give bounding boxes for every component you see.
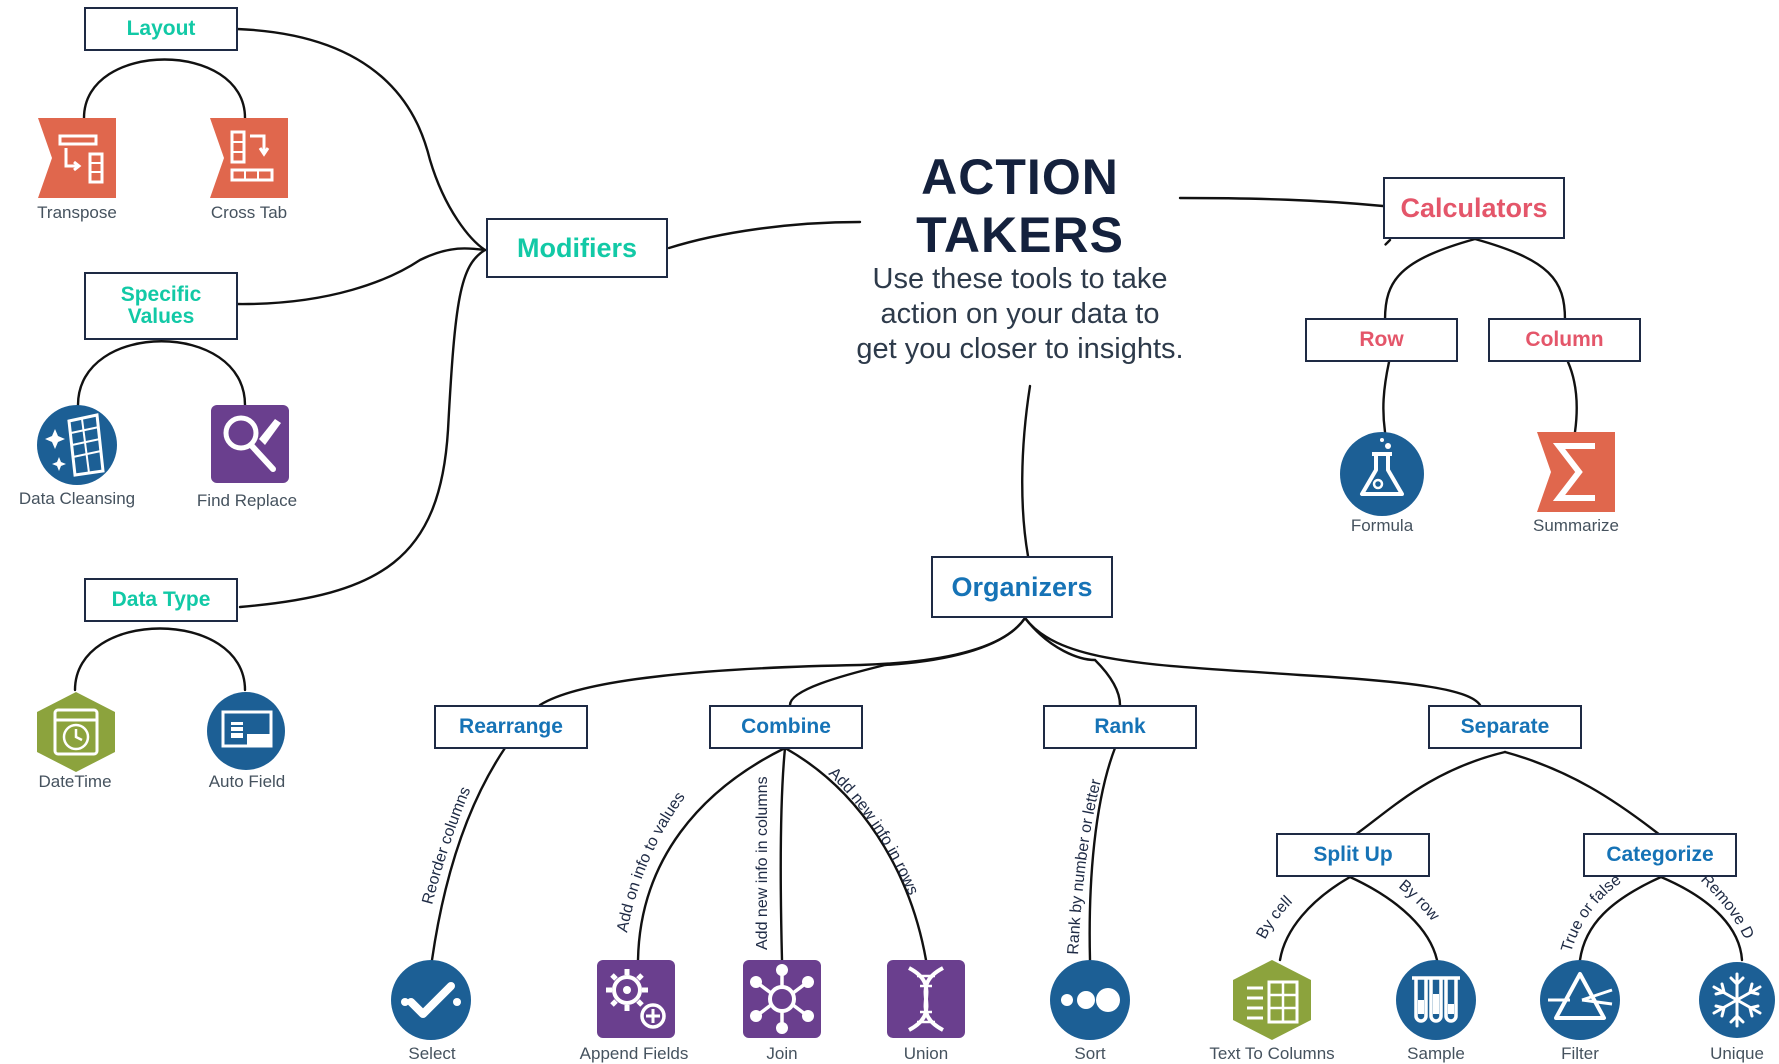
rank-node: Rank [1043,705,1197,749]
subtitle-line-1: Use these tools to take [872,263,1168,295]
find-replace-icon [211,405,289,483]
edge-label-add-on-info: Add on info to values [614,789,688,934]
row-label: Row [1359,327,1404,351]
join-label: Join [766,1044,798,1063]
edge-label-rank-by: Rank by number or letter [1065,777,1105,955]
sample-label: Sample [1407,1044,1465,1063]
sort-icon [1050,960,1130,1040]
summarize-label: Summarize [1533,516,1619,535]
title-line-2: TAKERS [916,207,1124,263]
separate-node: Separate [1428,705,1582,749]
layout-label: Layout [126,16,196,40]
datetime-label: DateTime [38,772,112,791]
subtitle-line-3: get you closer to insights. [856,333,1184,365]
cross-tab-label: Cross Tab [210,203,288,222]
specific-values-node: Specific Values [84,272,238,340]
formula-icon [1340,432,1424,516]
edge-label-by-row: By row [1395,877,1442,925]
sample-icon [1396,960,1476,1040]
combine-label: Combine [741,714,831,738]
filter-icon [1540,960,1620,1040]
data-type-node: Data Type [84,578,238,622]
data-cleansing-label: Data Cleansing [18,489,136,508]
data-type-label: Data Type [111,587,211,611]
select-label: Select [408,1044,456,1063]
edge-label-add-new-info-columns: Add new info in columns [754,776,771,950]
title-line-1: ACTION [921,149,1119,205]
data-cleansing-icon [37,405,117,485]
categorize-node: Categorize [1583,833,1737,877]
formula-label: Formula [1350,516,1414,535]
calculators-label: Calculators [1400,192,1548,223]
auto-field-icon [207,692,285,770]
edge-label-true-or-false: True or false [1559,871,1625,954]
cross-tab-icon [210,118,288,198]
split-up-node: Split Up [1276,833,1430,877]
rearrange-label: Rearrange [459,714,563,738]
organizers-node: Organizers [931,556,1113,618]
append-fields-label: Append Fields [579,1044,689,1063]
select-icon [391,960,471,1040]
join-icon [743,960,821,1038]
separate-label: Separate [1460,714,1550,738]
column-label: Column [1525,327,1604,351]
subtitle-line-2: action on your data to [880,298,1160,330]
union-label: Union [903,1044,949,1063]
rearrange-node: Rearrange [434,705,588,749]
sort-label: Sort [1074,1044,1106,1063]
modifiers-node: Modifiers [486,218,668,278]
split-up-label: Split Up [1313,842,1393,866]
append-fields-icon [597,960,675,1038]
row-node: Row [1305,318,1458,362]
summarize-icon [1537,432,1615,512]
find-replace-label: Find Replace [196,491,298,510]
specific-values-label-2: Values [127,305,195,328]
page-title: ACTION TAKERS [860,148,1180,264]
union-icon [887,960,965,1038]
datetime-icon [37,692,115,772]
filter-label: Filter [1561,1044,1599,1063]
layout-node: Layout [84,7,238,51]
transpose-label: Transpose [37,203,117,222]
page-subtitle: Use these tools to take action on your d… [820,262,1220,367]
modifiers-label: Modifiers [516,232,637,263]
unique-label: Unique [1710,1044,1764,1063]
rank-label: Rank [1094,714,1146,738]
text-to-columns-label: Text To Columns [1209,1044,1335,1063]
column-node: Column [1488,318,1641,362]
calculators-node: Calculators [1383,177,1565,239]
unique-icon [1699,962,1775,1038]
combine-node: Combine [709,705,863,749]
specific-values-label-1: Specific [120,282,202,306]
categorize-label: Categorize [1606,842,1714,866]
organizers-label: Organizers [951,571,1093,602]
transpose-icon [38,118,116,198]
edge-label-add-new-info-rows: Add new info in rows [825,764,921,897]
auto-field-label: Auto Field [208,772,286,791]
text-to-columns-icon [1233,960,1311,1040]
